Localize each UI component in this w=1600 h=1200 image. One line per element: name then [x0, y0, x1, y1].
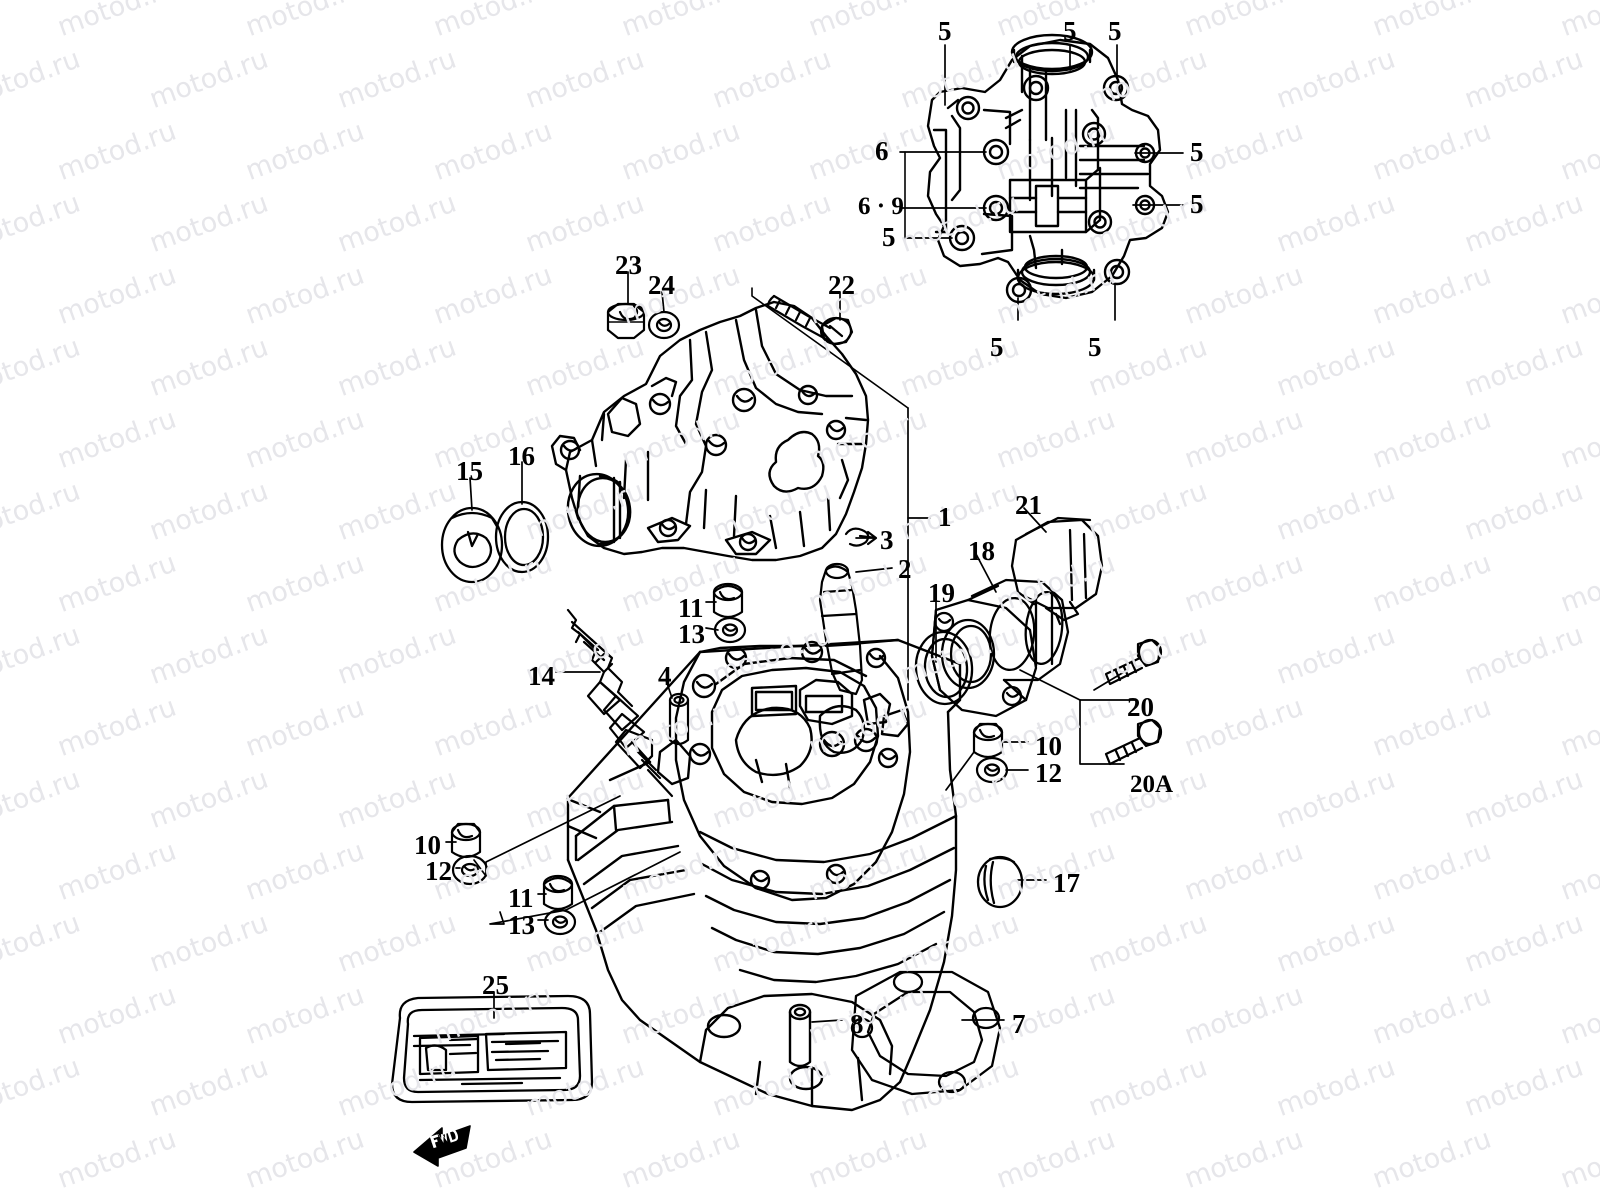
callout-11[interactable]: 11: [678, 593, 704, 623]
callout-5[interactable]: 5: [990, 332, 1004, 362]
callout-3[interactable]: 3: [880, 525, 894, 555]
callout-2[interactable]: 2: [898, 554, 912, 584]
callout-20[interactable]: 20: [1127, 692, 1154, 722]
intake-gasket-19: [914, 630, 974, 706]
nut-11-upper: [712, 582, 744, 619]
spark-plug-14: [566, 608, 674, 798]
bolt-22: [766, 294, 854, 346]
fwd-arrow-marker: [413, 1125, 471, 1167]
cam-cover-assembly: [926, 33, 1170, 304]
callout-69[interactable]: 6 · 9: [858, 193, 904, 220]
washer-12-left: [451, 854, 489, 886]
callout-5[interactable]: 5: [1190, 137, 1204, 167]
o-ring-16: [494, 500, 550, 574]
nut-10-left: [450, 822, 482, 859]
washer-24: [647, 310, 681, 340]
nut-11-lower: [542, 874, 574, 911]
callout-4[interactable]: 4: [658, 661, 672, 691]
callout-15[interactable]: 15: [456, 456, 483, 486]
cylinder-head-gasket-7: [850, 970, 1002, 1096]
nut-23: [606, 302, 646, 340]
nut-10-right: [972, 722, 1004, 759]
cylinder-head-body: [566, 638, 962, 1112]
callout-5[interactable]: 5: [1190, 189, 1204, 219]
callout-21[interactable]: 21: [1015, 490, 1042, 520]
callout-13[interactable]: 13: [678, 619, 705, 649]
callout-16[interactable]: 16: [508, 441, 535, 471]
callout-17[interactable]: 17: [1053, 868, 1080, 898]
washer-12-right: [975, 756, 1009, 784]
callout-22[interactable]: 22: [828, 270, 855, 300]
plug-17: [976, 855, 1024, 909]
dowel-pin-4: [668, 692, 690, 746]
callout-23[interactable]: 23: [615, 250, 642, 280]
callout-5[interactable]: 5: [882, 222, 896, 252]
cylinder-head-cover: [550, 300, 870, 562]
clip-3: [844, 527, 878, 547]
callout-7[interactable]: 7: [1012, 1009, 1026, 1039]
callout-1[interactable]: 1: [938, 502, 952, 532]
callout-11[interactable]: 11: [508, 883, 534, 913]
callout-10[interactable]: 10: [1035, 731, 1062, 761]
washer-13-lower: [543, 908, 577, 936]
callout-25[interactable]: 25: [482, 970, 509, 1000]
callout-20A[interactable]: 20A: [1130, 771, 1174, 798]
leader-lines-cam-cover: [899, 44, 1184, 321]
callout-13[interactable]: 13: [508, 910, 535, 940]
emblem-plate-25: [390, 994, 594, 1104]
callout-10[interactable]: 10: [414, 830, 441, 860]
washer-13-upper: [713, 616, 747, 644]
hose-clamp-21: [1010, 516, 1104, 626]
screw-20a: [1104, 718, 1163, 766]
callout-18[interactable]: 18: [968, 536, 995, 566]
callout-5[interactable]: 5: [1088, 332, 1102, 362]
callout-12[interactable]: 12: [1035, 758, 1062, 788]
callout-19[interactable]: 19: [928, 578, 955, 608]
callout-12[interactable]: 12: [425, 856, 452, 886]
callout-6[interactable]: 6: [875, 136, 889, 166]
cap-plug-15: [440, 506, 504, 584]
dowel-pin-2: [818, 562, 864, 696]
leader-lines-main: [445, 271, 1137, 1023]
callout-5[interactable]: 5: [938, 16, 952, 46]
intake-pipe-18: [930, 578, 1070, 718]
dowel-pin-8: [788, 1003, 812, 1068]
callout-14[interactable]: 14: [528, 661, 555, 691]
callout-24[interactable]: 24: [648, 270, 675, 300]
callout-5[interactable]: 5: [1063, 16, 1077, 46]
callout-5[interactable]: 5: [1108, 16, 1122, 46]
callout-8[interactable]: 8: [850, 1009, 864, 1039]
